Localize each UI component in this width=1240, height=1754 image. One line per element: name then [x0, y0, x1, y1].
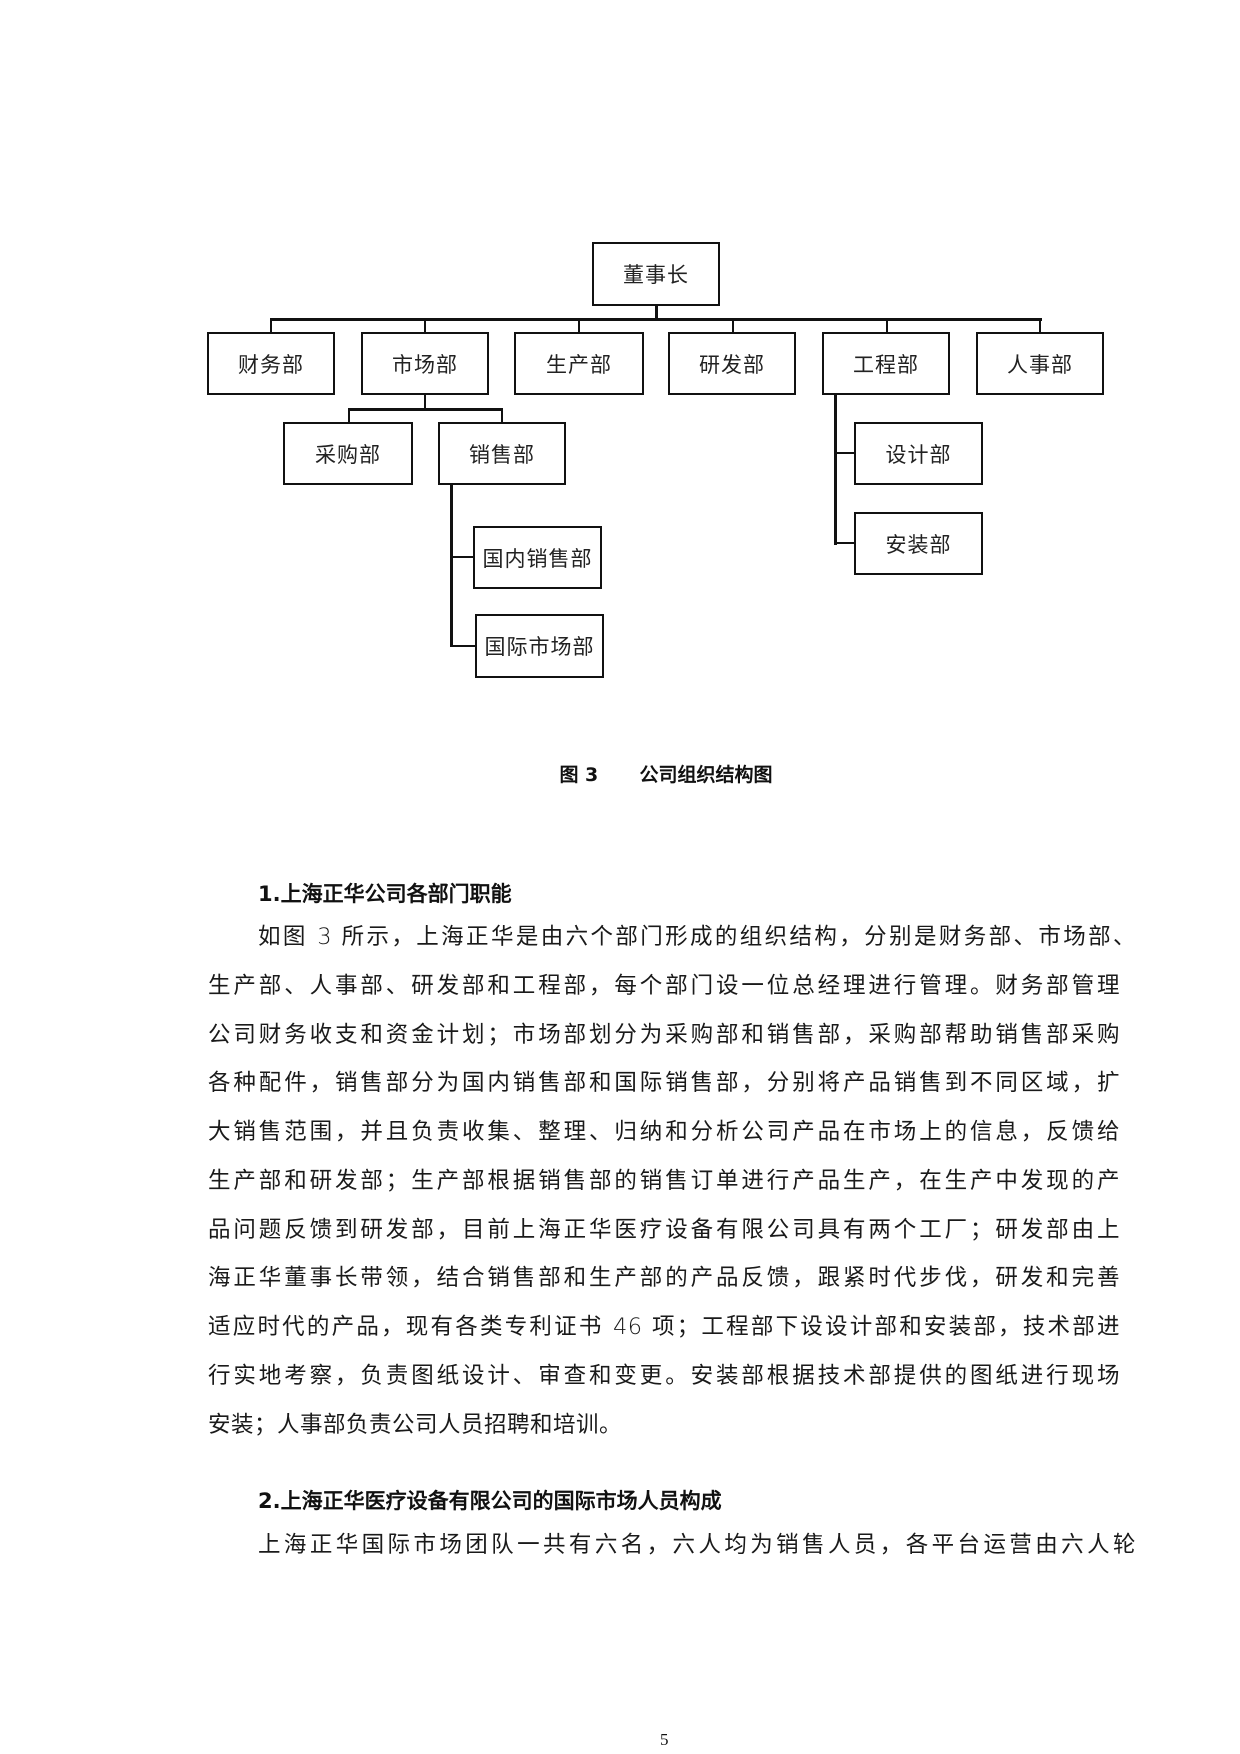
org-node-label: 国内销售部	[482, 546, 593, 571]
paragraph-line: 生产部和研发部；生产部根据销售部的销售订单进行产品生产，在生产中发现的产	[208, 1168, 1120, 1194]
connector-line	[834, 452, 855, 454]
paragraph-line: 如图 3 所示，上海正华是由六个部门形成的组织结构，分别是财务部、市场部、	[258, 924, 1136, 950]
org-node-label: 董事长	[623, 263, 689, 287]
connector-line	[834, 394, 837, 545]
connector-line	[270, 318, 272, 333]
org-node-label: 生产部	[546, 352, 612, 377]
figure-caption: 图 3 公司组织结构图	[0, 760, 1240, 787]
page-number: 5	[660, 1730, 669, 1749]
org-node-label: 人事部	[1007, 352, 1073, 377]
connector-line	[501, 408, 503, 423]
connector-line	[886, 318, 888, 333]
connector-line	[450, 556, 474, 558]
connector-line	[348, 408, 350, 423]
paragraph-line: 行实地考察，负责图纸设计、审查和变更。安装部根据技术部提供的图纸进行现场	[208, 1363, 1120, 1389]
org-node-marketing: 市场部	[361, 332, 489, 395]
org-node-engineering: 工程部	[822, 332, 950, 395]
paragraph-line: 公司财务收支和资金计划；市场部划分为采购部和销售部，采购部帮助销售部采购	[208, 1022, 1120, 1048]
paragraph-line: 生产部、人事部、研发部和工程部，每个部门设一位总经理进行管理。财务部管理	[208, 973, 1120, 999]
figure-title: 公司组织结构图	[639, 764, 773, 786]
org-node-international-market: 国际市场部	[475, 614, 604, 678]
connector-line	[578, 318, 580, 333]
connector-line	[1039, 318, 1041, 333]
org-node-hr: 人事部	[976, 332, 1104, 395]
org-node-label: 安装部	[885, 532, 952, 557]
org-node-label: 财务部	[238, 352, 304, 377]
org-node-label: 工程部	[853, 352, 919, 377]
connector-line	[348, 408, 503, 411]
org-node-production: 生产部	[514, 332, 644, 395]
paragraph-line: 品问题反馈到研发部，目前上海正华医疗设备有限公司具有两个工厂；研发部由上	[208, 1217, 1120, 1243]
org-node-label: 采购部	[315, 442, 381, 467]
paragraph-line: 各种配件，销售部分为国内销售部和国际销售部，分别将产品销售到不同区域，扩	[208, 1070, 1120, 1096]
connector-line	[732, 318, 734, 333]
connector-line	[450, 484, 453, 647]
org-node-design: 设计部	[854, 422, 983, 485]
org-node-chairman: 董事长	[592, 242, 720, 306]
org-node-domestic-sales: 国内销售部	[473, 526, 602, 589]
connector-line	[270, 318, 1042, 321]
org-node-label: 研发部	[699, 352, 765, 377]
connector-line	[424, 394, 426, 410]
org-node-installation: 安装部	[854, 512, 983, 575]
connector-line	[424, 318, 426, 333]
org-node-label: 设计部	[885, 442, 952, 467]
org-node-label: 销售部	[469, 442, 535, 467]
org-node-label: 市场部	[392, 352, 458, 377]
org-node-finance: 财务部	[207, 332, 335, 395]
org-node-sales: 销售部	[438, 422, 566, 485]
connector-line	[450, 645, 476, 647]
paragraph-line: 海正华董事长带领，结合销售部和生产部的产品反馈，跟紧时代步伐，研发和完善	[208, 1265, 1120, 1291]
section-heading: 2.上海正华医疗设备有限公司的国际市场人员构成	[258, 1489, 722, 1513]
org-node-purchasing: 采购部	[283, 422, 413, 485]
org-node-label: 国际市场部	[484, 635, 595, 659]
paragraph-line: 上海正华国际市场团队一共有六名，六人均为销售人员，各平台运营由六人轮	[258, 1532, 1136, 1558]
paragraph-line: 大销售范围，并且负责收集、整理、归纳和分析公司产品在市场上的信息，反馈给	[208, 1119, 1120, 1145]
section-heading: 1.上海正华公司各部门职能	[258, 882, 512, 906]
paragraph-line: 安装；人事部负责公司人员招聘和培训。	[208, 1412, 623, 1438]
connector-line	[834, 542, 855, 544]
figure-label: 图 3	[559, 764, 599, 786]
paragraph-line: 适应时代的产品，现有各类专利证书 46 项；工程部下设设计部和安装部，技术部进	[208, 1314, 1120, 1340]
org-node-rnd: 研发部	[668, 332, 796, 395]
connector-line	[655, 305, 658, 320]
